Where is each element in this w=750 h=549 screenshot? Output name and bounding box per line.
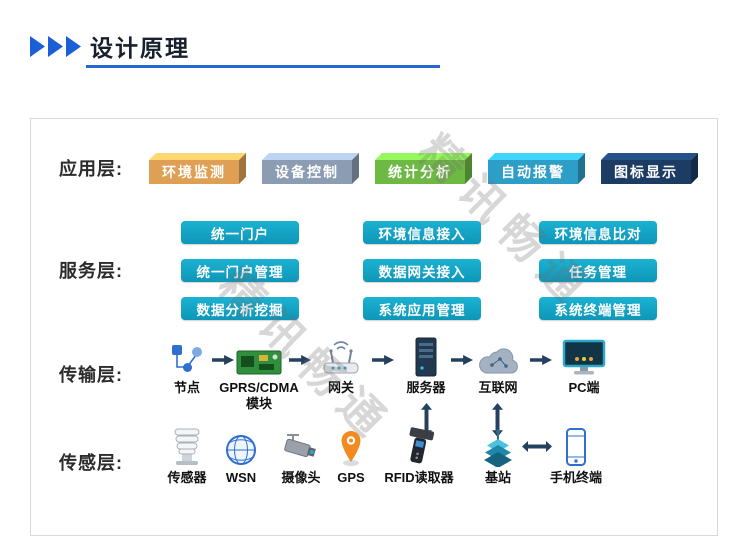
sensor-icon	[172, 427, 202, 467]
transmission-item-server: 服务器	[371, 337, 481, 396]
arrow-node-to-gprs	[212, 355, 234, 365]
transmission-item-internet: 互联网	[443, 337, 553, 396]
app-box-icon-display: 图标显示	[601, 153, 698, 184]
service-btn-env-info-compare: 环境信息比对	[539, 221, 657, 244]
sensing-item-label: GPS	[337, 470, 365, 485]
sensing-item-gps: GPS	[296, 427, 406, 486]
transmission-item-label: GPRS/CDMA 模块	[219, 380, 299, 411]
application-layer-row: 环境监测 设备控制 统计分析 自动报警 图标显示	[149, 153, 698, 184]
mobile-terminal-icon	[564, 427, 588, 467]
arrow-basestation-to-mobile	[522, 441, 552, 452]
transmission-item-label: 服务器	[406, 380, 446, 395]
app-box-label: 设备控制	[262, 160, 352, 184]
arrow-internet-to-basestation	[492, 403, 503, 437]
server-icon	[413, 337, 439, 377]
app-box-device-control: 设备控制	[262, 153, 359, 184]
transmission-layer-label: 传输层:	[59, 365, 123, 385]
arrow-gprs-to-gateway	[289, 355, 311, 365]
service-btn-terminal-mgmt: 系统终端管理	[539, 297, 657, 320]
transmission-item-label: 网关	[327, 380, 354, 395]
app-box-statistics: 统计分析	[375, 153, 472, 184]
sensing-item-label: 摄像头	[281, 470, 321, 485]
sensing-item-label: RFID读取器	[384, 470, 454, 485]
sensing-item-camera: 摄像头	[246, 427, 356, 486]
transmission-item-gprs: GPRS/CDMA 模块	[204, 337, 314, 411]
transmission-item-label: PC端	[568, 380, 600, 395]
internet-cloud-icon	[475, 337, 521, 377]
page-title: 设计原理	[90, 35, 190, 61]
sensing-layer-label: 传感层:	[59, 453, 123, 473]
app-box-label: 环境监测	[149, 160, 239, 184]
diagram-panel: 应用层: 环境监测 设备控制 统计分析 自动报警 图标显示 服务层: 统一门户 …	[30, 118, 718, 536]
sensing-item-mobile: 手机终端	[521, 427, 631, 486]
service-btn-gateway-access: 数据网关接入	[363, 259, 481, 282]
sensing-item-label: WSN	[225, 470, 257, 485]
wsn-globe-icon	[224, 427, 258, 467]
app-box-label: 图标显示	[601, 160, 691, 184]
network-node-icon	[169, 337, 205, 377]
service-btn-env-info-access: 环境信息接入	[363, 221, 481, 244]
base-station-icon	[478, 427, 518, 467]
app-box-auto-alarm: 自动报警	[488, 153, 585, 184]
gps-pin-icon	[338, 427, 364, 467]
arrow-gateway-to-server	[372, 355, 394, 365]
transmission-item-label: 节点	[173, 380, 200, 395]
sensing-item-sensor: 传感器	[132, 427, 242, 486]
service-btn-data-mining: 数据分析挖掘	[181, 297, 299, 320]
title-underline	[86, 65, 440, 68]
arrow-glyph	[48, 36, 63, 57]
sensing-item-label: 基站	[484, 470, 511, 485]
service-btn-unified-portal: 统一门户	[181, 221, 299, 244]
service-btn-portal-mgmt: 统一门户管理	[181, 259, 299, 282]
application-layer-label: 应用层:	[59, 159, 123, 179]
arrow-glyph	[30, 36, 45, 57]
app-box-label: 统计分析	[375, 160, 465, 184]
pc-monitor-icon	[562, 337, 606, 377]
service-btn-task-mgmt: 任务管理	[539, 259, 657, 282]
arrow-server-to-internet	[451, 355, 473, 365]
service-btn-sys-app-mgmt: 系统应用管理	[363, 297, 481, 320]
rfid-reader-icon	[403, 427, 435, 467]
transmission-item-pc: PC端	[529, 337, 639, 396]
sensing-item-basestation: 基站	[443, 427, 553, 486]
sensing-item-rfid: RFID读取器	[364, 427, 474, 486]
service-column-2: 环境信息接入 数据网关接入 系统应用管理	[363, 221, 481, 320]
app-box-env-monitoring: 环境监测	[149, 153, 246, 184]
arrow-glyph	[66, 36, 81, 57]
transmission-item-node: 节点	[132, 337, 242, 396]
service-layer-label: 服务层:	[59, 261, 123, 281]
sensing-item-label: 手机终端	[549, 470, 602, 485]
arrow-server-to-rfid	[421, 403, 432, 437]
transmission-item-gateway: 网关	[286, 337, 396, 396]
camera-icon	[281, 427, 321, 467]
service-column-1: 统一门户 统一门户管理 数据分析挖掘	[181, 221, 299, 320]
header-triple-arrow-icon	[30, 36, 81, 57]
gateway-icon	[320, 337, 362, 377]
sensing-item-wsn: WSN	[186, 427, 296, 486]
transmission-item-label: 互联网	[478, 380, 518, 395]
sensing-item-label: 传感器	[167, 470, 207, 485]
arrow-internet-to-pc	[530, 355, 552, 365]
gprs-module-icon	[236, 337, 282, 377]
app-box-label: 自动报警	[488, 160, 578, 184]
service-column-3: 环境信息比对 任务管理 系统终端管理	[539, 221, 657, 320]
